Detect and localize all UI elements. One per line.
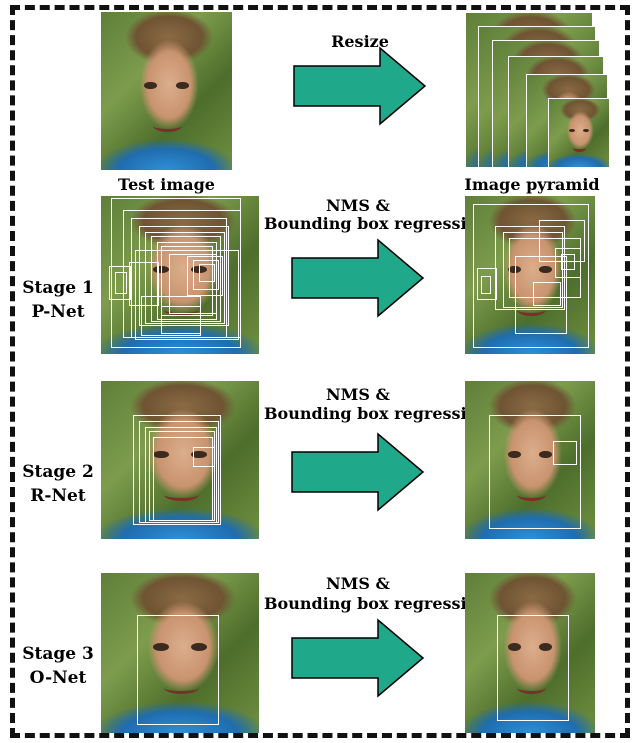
stage-3-label: Stage 3 O-Net xyxy=(18,642,98,690)
stage-3-output-image xyxy=(465,573,595,733)
dashed-frame xyxy=(10,5,630,738)
test-image-caption: Test image xyxy=(118,175,215,194)
stage-1-nms-line-2: Bounding box regression xyxy=(264,214,489,233)
stage-1-net: P-Net xyxy=(31,302,85,322)
stage-2-input-image xyxy=(101,381,259,539)
test-image xyxy=(101,12,232,170)
stage-1-nms-line-1: NMS & xyxy=(326,196,390,215)
stage-1-arrow-icon xyxy=(291,238,425,318)
stage-1-output-image xyxy=(465,196,595,354)
stage-1-label: Stage 1 P-Net xyxy=(18,276,98,324)
stage-2-nms-line-2: Bounding box regression xyxy=(264,404,489,423)
stage-2-net: R-Net xyxy=(30,486,86,506)
resize-arrow-icon xyxy=(293,46,427,126)
stage-3-nms-line-1: NMS & xyxy=(326,574,390,593)
stage-1-title: Stage 1 xyxy=(22,278,94,298)
stage-1-input-image xyxy=(101,196,259,354)
stage-2-label: Stage 2 R-Net xyxy=(18,460,98,508)
stage-2-arrow-icon xyxy=(291,432,425,512)
image-pyramid-caption: Image pyramid xyxy=(464,175,600,194)
stage-3-input-image xyxy=(101,573,259,733)
resize-label: Resize xyxy=(331,32,389,51)
pyramid-level-6 xyxy=(548,98,610,168)
stage-2-nms-line-1: NMS & xyxy=(326,385,390,404)
stage-2-title: Stage 2 xyxy=(22,462,94,482)
stage-3-net: O-Net xyxy=(29,668,87,688)
stage-3-title: Stage 3 xyxy=(22,644,94,664)
stage-2-output-image xyxy=(465,381,595,539)
stage-3-arrow-icon xyxy=(291,618,425,698)
stage-3-nms-line-2: Bounding box regression xyxy=(264,594,489,613)
